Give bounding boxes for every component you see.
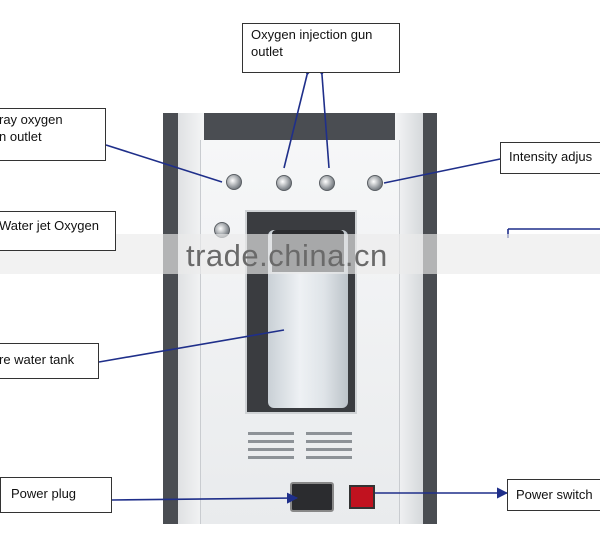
label-line: Water jet Oxygen [0,218,99,233]
vent-slot [248,456,294,459]
oxygen-injection-outlet-knob-2 [319,175,335,191]
label-water-tank: re water tank [0,343,99,379]
vent-slot [306,432,352,435]
label-line: Power switch [516,487,593,502]
leader-spray-oxygen [105,144,223,183]
vent-slot [306,456,352,459]
power-switch-rocker [349,485,375,509]
vent-slot [248,440,294,443]
label-power-switch: Power switch [507,479,600,511]
label-line: re water tank [0,352,75,367]
leader-oxygen-injection-2 [315,64,330,169]
leader-water-tank [98,329,285,363]
watermark-text: trade.china.cn [186,238,388,273]
label-line: ray oxygen [0,112,63,127]
vent-slot [248,432,294,435]
label-line: Oxygen injection gun [251,27,373,42]
label-line: Power plug [11,486,77,501]
vent-slot [306,440,352,443]
label-intensity-adjust: Intensity adjus [500,142,600,174]
vent-slot [306,448,352,451]
label-oxygen-injection-gun-outlet: Oxygen injection gun outlet [242,23,400,73]
leader-oxygen-injection-1 [283,63,315,169]
label-line: Intensity adjus [509,149,593,164]
device-left-panel [178,113,204,524]
leader-intensity [383,150,517,184]
label-line: n outlet [0,129,42,144]
intensity-adjust-knob [367,175,383,191]
device-front-panel [200,140,400,524]
label-power-plug: Power plug [0,477,112,513]
leader-power-plug [111,492,299,504]
vent-slot [248,448,294,451]
label-line: outlet [251,44,283,59]
spray-oxygen-outlet-knob [226,174,242,190]
oxygen-injection-outlet-knob-1 [276,175,292,191]
label-spray-oxygen-gun-outlet: ray oxygen n outlet [0,108,106,161]
label-water-jet-oxygen: Water jet Oxygen [0,211,116,251]
